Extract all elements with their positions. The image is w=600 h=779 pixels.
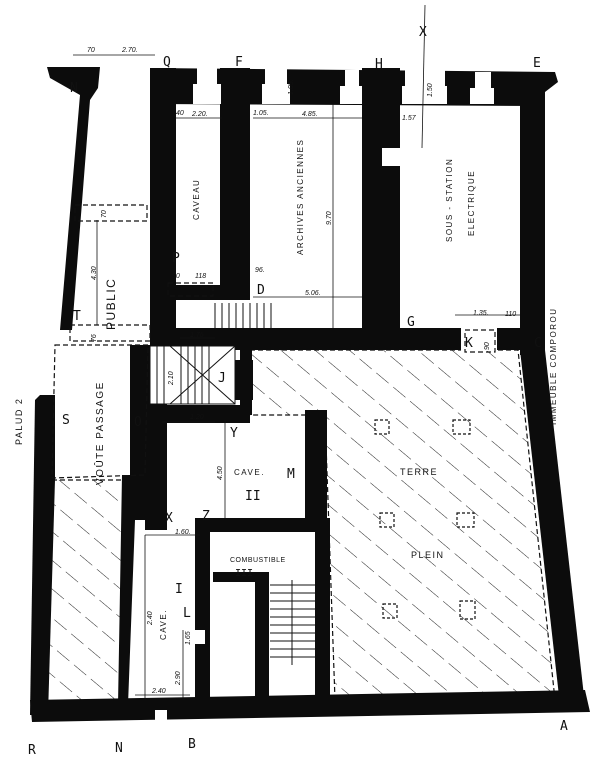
- dim-506: 5.06.: [305, 290, 321, 297]
- room-cave-ii: CAVE.: [234, 468, 265, 477]
- room-cave-ii-number: II: [245, 489, 261, 504]
- staircase-lower: [270, 580, 315, 665]
- label-D: D: [257, 283, 265, 298]
- label-L: L: [183, 606, 191, 621]
- dim-176: 1.76: [190, 332, 204, 339]
- label-H: H: [375, 57, 383, 72]
- dim-485: 4.85.: [302, 111, 318, 118]
- room-electrique: ELECTRIQUE: [467, 170, 476, 236]
- dim-270: 2.70.: [121, 47, 138, 54]
- label-B: B: [188, 737, 196, 752]
- dim-160: 1.60.: [175, 529, 191, 536]
- room-public: PUBLIC: [104, 278, 118, 330]
- dim-90k: 90: [484, 342, 491, 350]
- dim-118: 118: [195, 273, 206, 280]
- point-labels: N Q F H E X P D G K C T S O J Y M X Z I …: [28, 25, 568, 758]
- left-fill-hatch: [40, 480, 130, 705]
- label-Z: Z: [202, 509, 210, 524]
- staircase-upper: [149, 303, 272, 405]
- pillar-markers: [374, 419, 476, 620]
- dashed-outlines: [51, 204, 496, 479]
- label-R: R: [28, 743, 36, 758]
- label-N-bottom: N: [115, 741, 123, 756]
- room-cave-i: CAVE.: [159, 609, 168, 640]
- label-I: I: [175, 582, 183, 597]
- label-X: X: [165, 511, 173, 526]
- dim-120: 1.20: [190, 414, 204, 421]
- label-O: O: [134, 415, 142, 430]
- label-S: S: [62, 413, 70, 428]
- dim-450: 4.50: [217, 466, 224, 480]
- dim-430: 4.30: [91, 266, 98, 280]
- room-sous-station: SOUS - STATION: [445, 158, 454, 242]
- dim-290: 2.90: [175, 671, 182, 686]
- label-A: A: [560, 719, 568, 734]
- label-Y: Y: [230, 426, 238, 441]
- label-F: F: [235, 55, 243, 70]
- dim-105b: 1.05.: [288, 79, 295, 95]
- dim-970: 9.70: [326, 211, 333, 225]
- label-Q: Q: [163, 55, 171, 70]
- section-line-x: [421, 4, 426, 149]
- dim-135: 1.35.: [473, 310, 489, 317]
- dim-165: 1.65: [185, 631, 192, 645]
- dim-157: 1.57: [402, 115, 417, 122]
- label-G: G: [407, 315, 415, 330]
- label-X-top: X: [419, 25, 427, 40]
- label-K: K: [465, 336, 473, 351]
- dim-76: 76: [91, 334, 98, 342]
- room-plein: PLEIN: [411, 550, 445, 560]
- room-voute-passage: VOÛTE PASSAGE: [93, 381, 106, 485]
- dimension-labels: 70 2.70. 40 2.20. 1.05. 1.05. 4.85. 9.70…: [87, 47, 516, 695]
- dim-110: 110: [505, 311, 516, 318]
- dim-40: 40: [176, 110, 184, 117]
- room-caveau: CAVEAU: [192, 179, 201, 220]
- label-M: M: [287, 467, 295, 482]
- window-openings: [155, 68, 497, 724]
- room-archives: ARCHIVES ANCIENNES: [296, 139, 305, 255]
- label-C: C: [534, 336, 542, 351]
- dim-70-mid: 70: [101, 210, 108, 218]
- dim-210: 2.10: [168, 371, 175, 386]
- dim-240: 2.40: [147, 611, 154, 626]
- label-P: P: [172, 251, 180, 266]
- dim-90: 90: [172, 273, 180, 280]
- dim-150: 1.50: [427, 83, 434, 97]
- label-N-top: N: [70, 81, 78, 96]
- label-E: E: [533, 56, 541, 71]
- neighbour-label: IMMEUBLE COMPOROU: [549, 307, 558, 425]
- dim-70-top: 70: [87, 47, 95, 54]
- label-J: J: [218, 371, 226, 386]
- room-combustible: COMBUSTIBLE: [230, 557, 286, 564]
- label-T: T: [73, 309, 81, 324]
- room-combustible-number: III: [235, 568, 253, 579]
- dim-240b: 2.40: [151, 688, 166, 695]
- room-terre: TERRE: [400, 467, 438, 477]
- dim-220: 2.20.: [191, 111, 208, 118]
- street-label: PALUD 2: [14, 398, 24, 445]
- dim-96: 96.: [255, 267, 265, 274]
- dimension-lines: [73, 54, 520, 700]
- dim-105a: 1.05.: [253, 110, 269, 117]
- room-labels: CAVEAU ARCHIVES ANCIENNES SOUS - STATION…: [14, 139, 558, 640]
